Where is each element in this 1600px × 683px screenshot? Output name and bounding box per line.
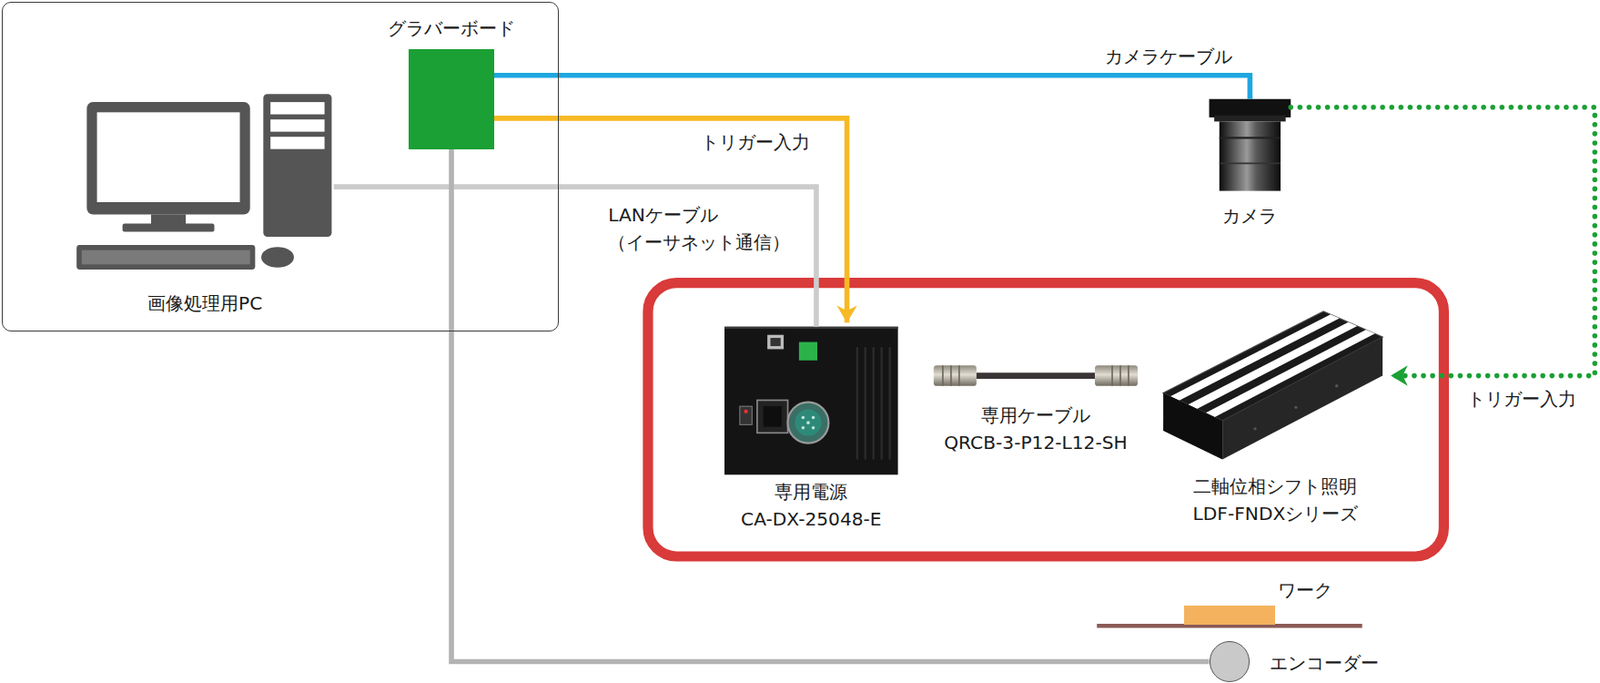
- connector-label: カメラケーブル: [1086, 42, 1250, 71]
- node-label: グラバーボード: [347, 14, 556, 42]
- connector-label: LANケーブル （イーサネット通信）: [607, 201, 853, 257]
- workpiece: ワーク: [1184, 605, 1276, 625]
- connector-line: [1290, 107, 1595, 376]
- group-frame: [648, 283, 1444, 557]
- power-supply-illustration: [724, 326, 899, 476]
- encoder: エンコーダー: [1209, 640, 1251, 682]
- lighting-unit: 二軸位相シフト照明 LDF-FNDXシリーズ: [1163, 311, 1383, 460]
- connector-label: トリガー入力: [673, 128, 837, 156]
- camera-illustration: [1209, 99, 1292, 192]
- node-label: カメラ: [1147, 202, 1352, 230]
- connector-label: 専用ケーブル QRCB-3-P12-L12-SH: [882, 401, 1189, 457]
- connector-line: [494, 75, 1251, 100]
- connector-label: トリガー入力: [1467, 384, 1600, 413]
- node-label: 画像処理用PC: [102, 289, 307, 317]
- pc-illustration: [76, 93, 332, 270]
- grabber-board: グラバーボード: [408, 49, 494, 150]
- node-label: 二軸位相シフト照明 LDF-FNDXシリーズ: [1122, 472, 1428, 528]
- node-label: ワーク: [1277, 576, 1401, 604]
- pc-enclosure: 画像処理用PC グラバーボード: [1, 1, 559, 332]
- camera: カメラ: [1209, 99, 1292, 192]
- connector-line: [334, 186, 817, 327]
- lighting-illustration: [1163, 311, 1383, 460]
- node-label: 専用電源 CA-DX-25048-E: [678, 477, 945, 534]
- power-supply: 専用電源 CA-DX-25048-E: [724, 326, 899, 476]
- node-label: エンコーダー: [1269, 648, 1433, 677]
- connector-line: [898, 372, 1164, 379]
- connector-line: [451, 149, 1210, 662]
